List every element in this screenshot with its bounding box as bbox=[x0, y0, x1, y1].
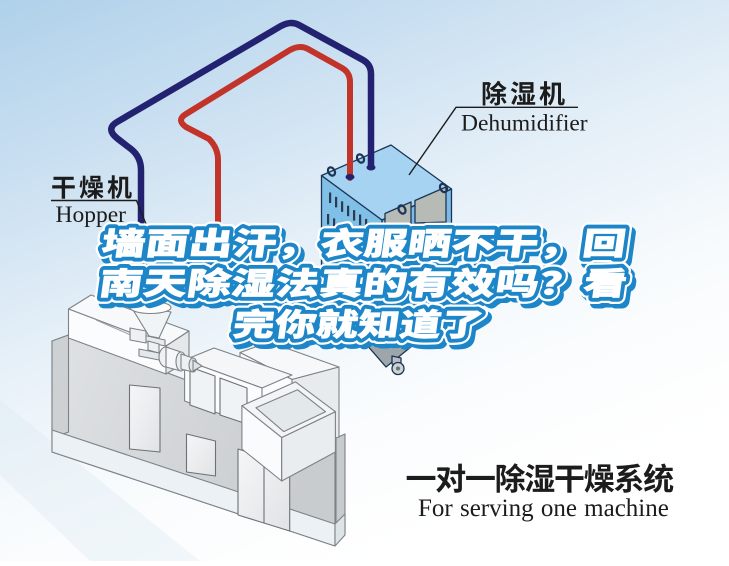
svg-text:For serving one machine: For serving one machine bbox=[418, 495, 669, 522]
svg-text:Dehumidifier: Dehumidifier bbox=[461, 111, 588, 137]
